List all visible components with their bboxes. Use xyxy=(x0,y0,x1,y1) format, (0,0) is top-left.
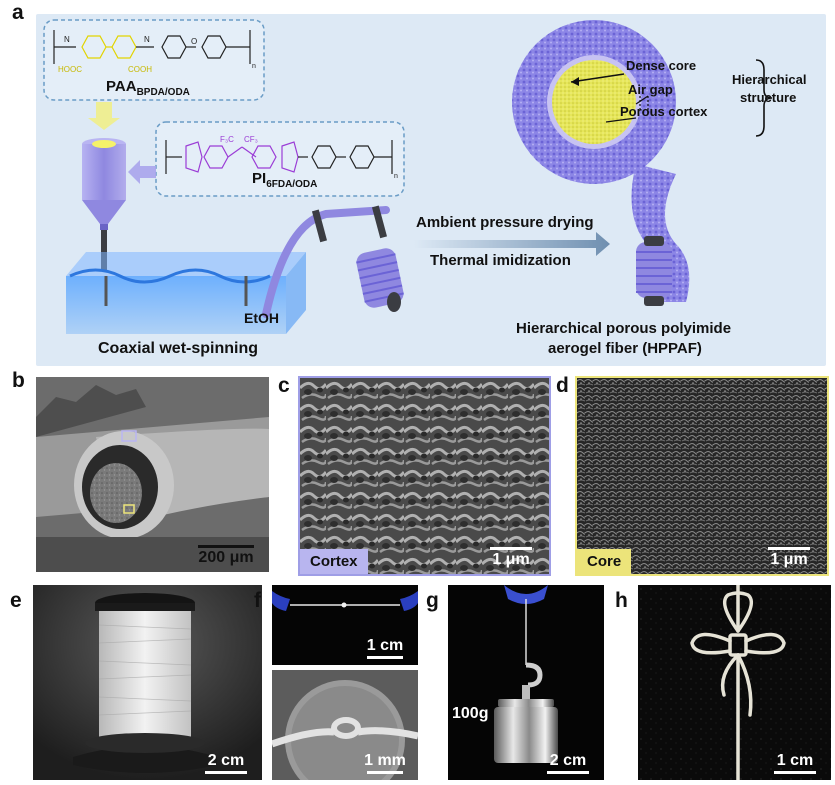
product-label-2: aerogel fiber (HPPAF) xyxy=(548,340,702,357)
pi-label: PI6FDA/ODA xyxy=(252,170,318,190)
fiber-cross-section xyxy=(512,20,773,302)
porous-cortex-label: Porous cortex xyxy=(620,104,708,119)
scale-h: 1 cm xyxy=(767,753,823,774)
svg-text:O: O xyxy=(191,37,197,46)
panel-label-e: e xyxy=(10,589,22,612)
paa-label: PAABPDA/ODA xyxy=(106,78,190,98)
step2-label: Thermal imidization xyxy=(430,252,571,269)
pi-cf3-right: CF₃ xyxy=(244,135,258,144)
panel-label-c: c xyxy=(278,374,290,397)
sem-core: Core 1 μm xyxy=(575,376,829,576)
pi-n: n xyxy=(394,173,398,180)
pi-cf3-left: F₃C xyxy=(220,135,234,144)
paa-hooc: HOOC xyxy=(58,65,82,74)
panel-label-h: h xyxy=(615,589,628,612)
photo-fiber-knot-top: 1 cm xyxy=(272,585,418,665)
scale-g: 2 cm xyxy=(540,753,596,774)
schematic-svg: N N O HOOC COOH n F₃C CF₃ n xyxy=(43,19,773,334)
roller xyxy=(356,248,404,312)
product-label-1: Hierarchical porous polyimide xyxy=(516,320,732,337)
product-roller xyxy=(636,236,672,306)
pi-structure xyxy=(165,140,393,174)
photo-spool: 2 cm xyxy=(33,585,262,780)
weight-label: 100g xyxy=(452,705,489,722)
etoh-label: EtOH xyxy=(244,310,279,326)
photo-chinese-knot: 1 cm xyxy=(638,585,831,780)
dense-core-label: Dense core xyxy=(626,58,697,73)
schematic-panel: N N O HOOC COOH n F₃C CF₃ n xyxy=(36,14,826,366)
panel-label-b: b xyxy=(12,369,25,392)
scale-d: 1 μm xyxy=(759,547,819,568)
scale-f-bottom: 1 mm xyxy=(360,753,410,774)
panel-label-g: g xyxy=(426,589,439,612)
scale-b: 200 μm xyxy=(191,545,261,566)
coaxial-label: Coaxial wet-spinning xyxy=(98,340,259,357)
core-tag: Core xyxy=(577,549,632,574)
sem-cortex: Cortex 1 μm xyxy=(298,376,551,576)
scale-f-top: 1 cm xyxy=(360,638,410,659)
panel-label-d: d xyxy=(556,374,569,397)
paa-n: n xyxy=(252,63,256,70)
scale-e: 2 cm xyxy=(198,753,254,774)
svg-text:N: N xyxy=(144,35,150,44)
cortex-tag: Cortex xyxy=(300,549,368,574)
svg-text:N: N xyxy=(64,35,70,44)
scale-c: 1 μm xyxy=(481,547,541,568)
sem-fiber-cross-section: 200 μm xyxy=(36,377,269,572)
paa-cooh: COOH xyxy=(128,65,152,74)
panel-label-a: a xyxy=(12,1,24,24)
air-gap-label: Air gap xyxy=(628,82,673,97)
paa-structure xyxy=(53,30,251,64)
panel-label-f: f xyxy=(254,589,261,612)
step1-label: Ambient pressure drying xyxy=(416,214,594,231)
coagulation-bath xyxy=(66,252,306,334)
syringe xyxy=(82,138,126,270)
sem-fiber-knot: 1 mm xyxy=(272,670,418,780)
photo-weight-hanging: 100g 2 cm xyxy=(448,585,604,780)
hierarchical-label-1: Hierarchical xyxy=(732,72,807,87)
hierarchical-label-2: structure xyxy=(740,90,797,105)
